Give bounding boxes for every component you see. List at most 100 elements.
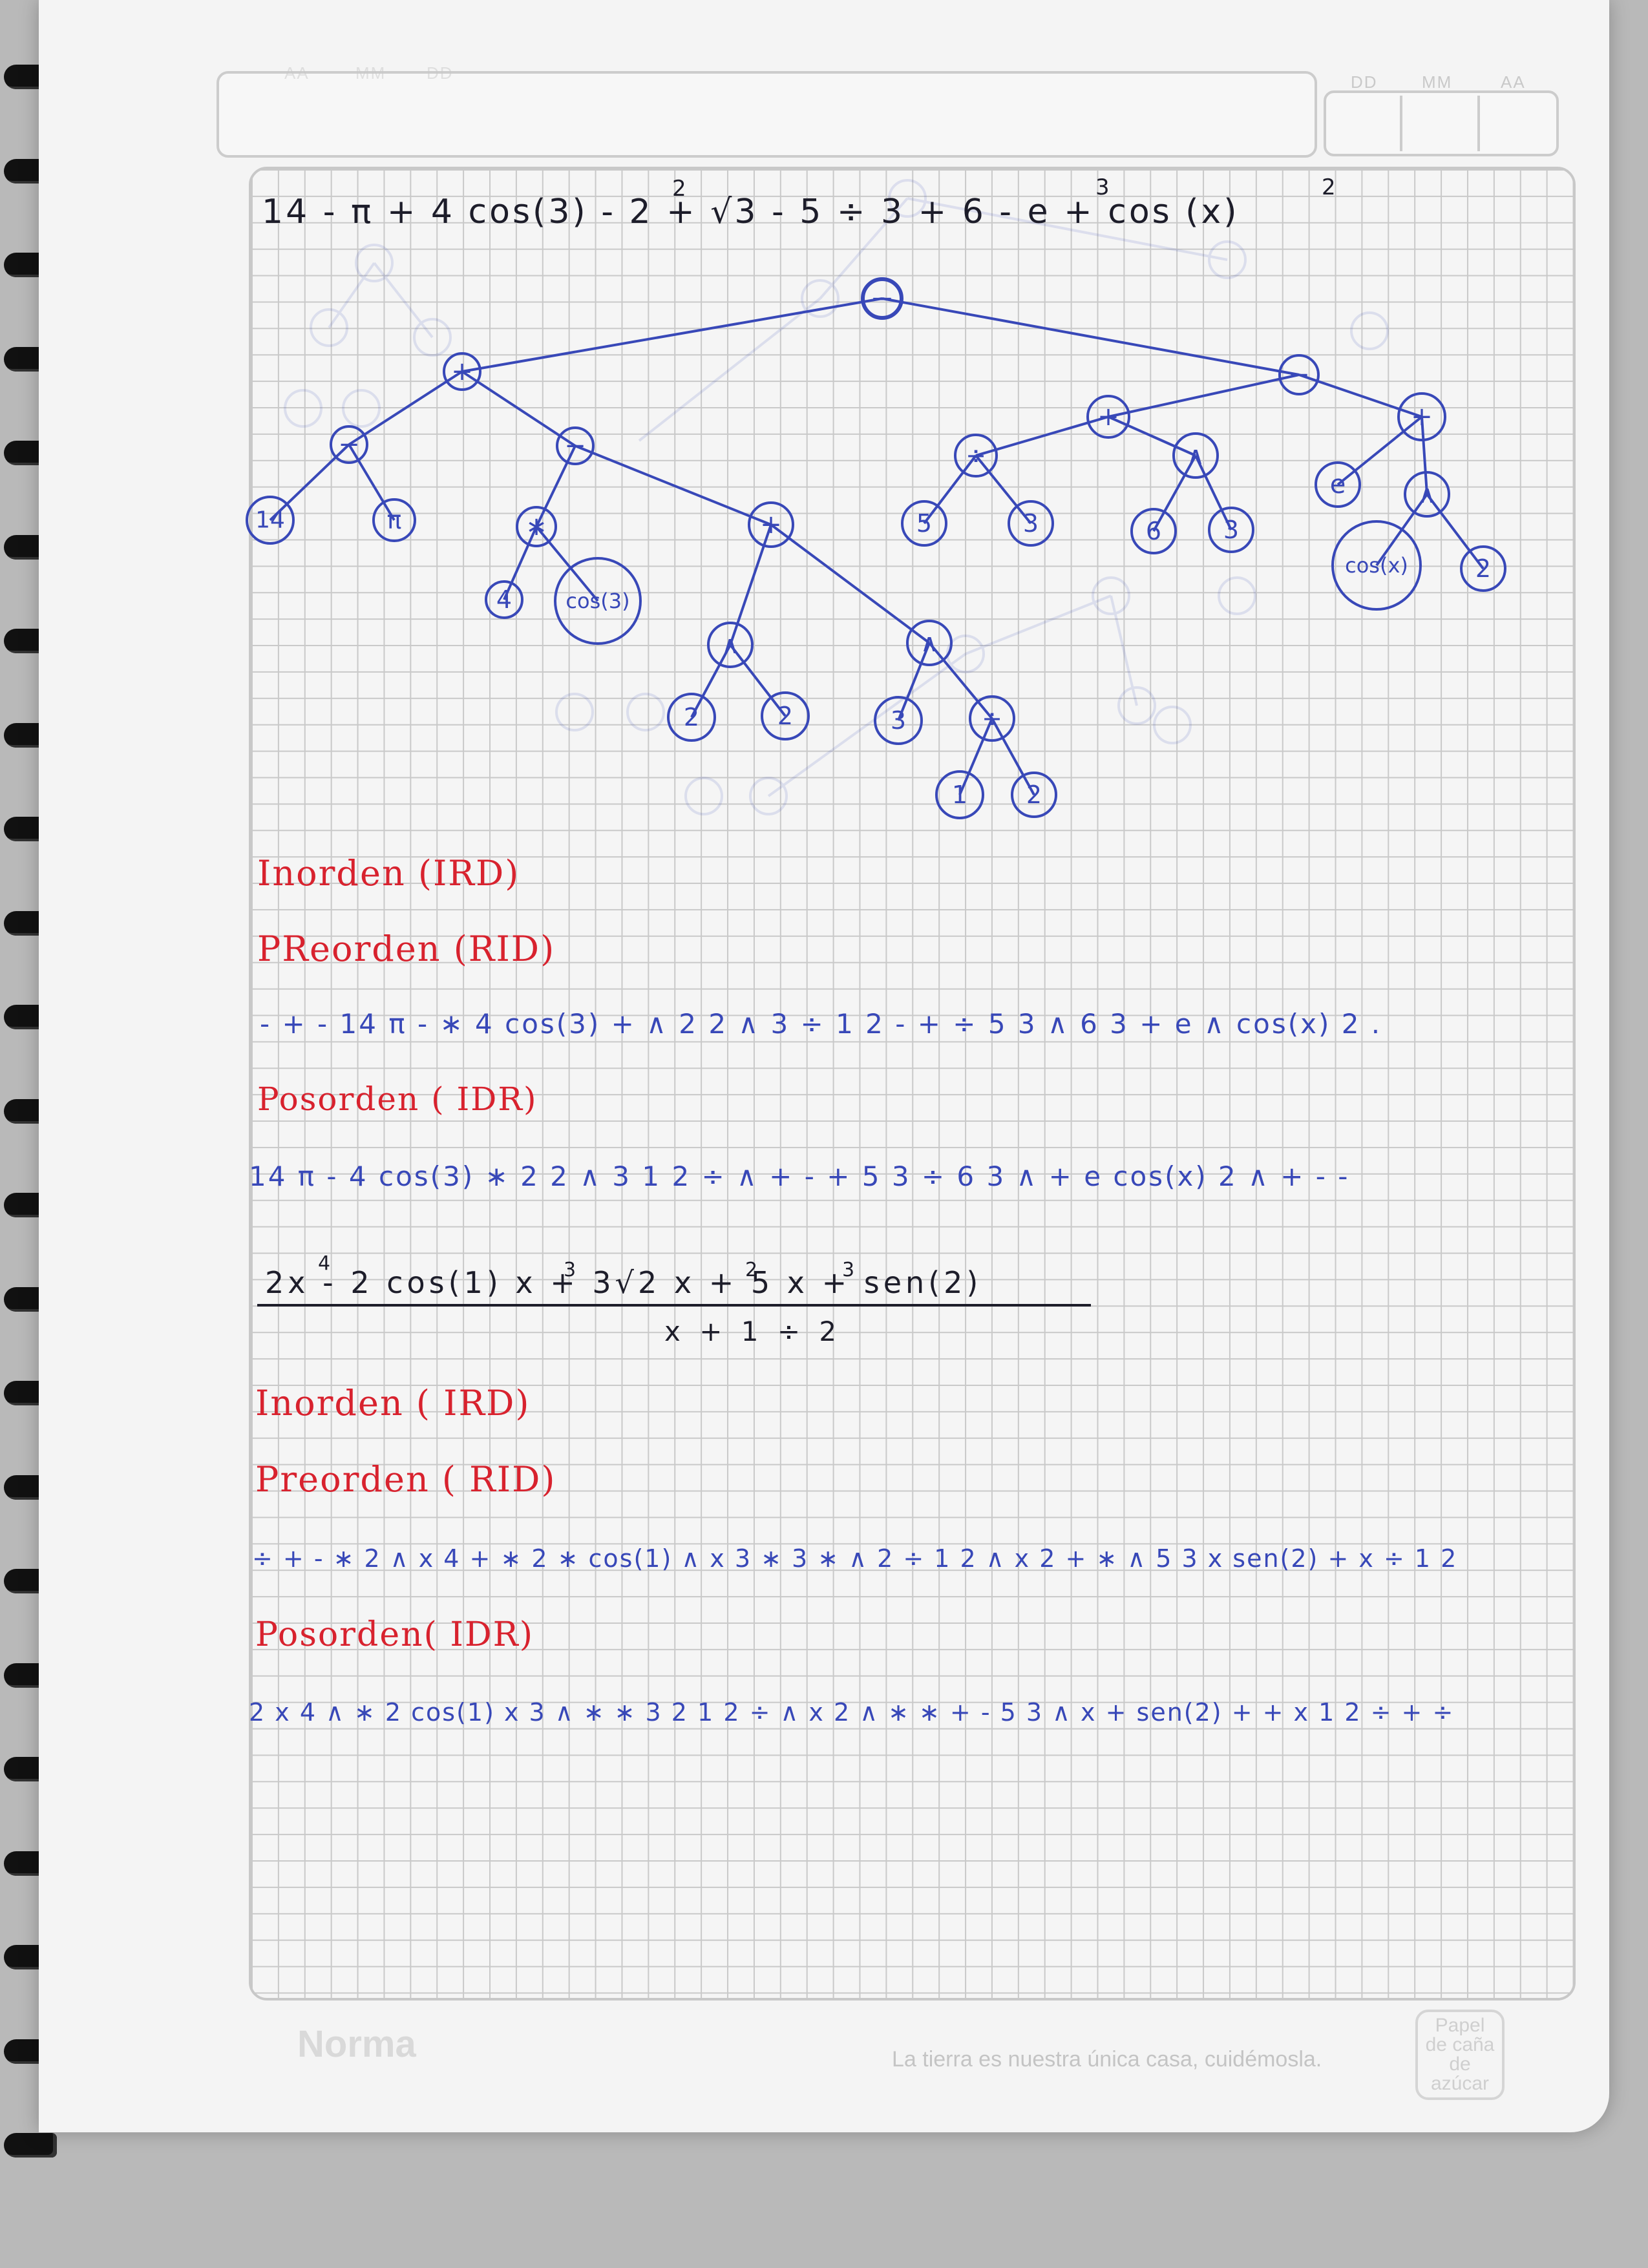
date-label-dd: DD (1351, 72, 1378, 92)
tree-node: 5 (901, 500, 947, 547)
date-label-aa: AA (1501, 72, 1526, 92)
tree-node: ∧ (1172, 432, 1219, 479)
node-label: − (1288, 360, 1310, 390)
tree-node: 2 (1460, 545, 1506, 592)
date-separator (1477, 96, 1480, 151)
tree-node: ∗ (516, 506, 557, 547)
tree-node: 1 (935, 770, 984, 819)
node-label: + (1411, 402, 1433, 432)
node-label: cos(3) (565, 589, 629, 613)
inorder-heading-2: Inorden ( IRD) (255, 1383, 531, 1423)
node-label: 2 (777, 702, 793, 730)
tree-node: 4 (485, 580, 523, 619)
tree-node: π (372, 498, 416, 542)
postorder-heading-1: Posorden ( IDR) (257, 1080, 538, 1118)
node-label: − (564, 431, 586, 461)
tree-node-root: − (861, 277, 903, 320)
tree-node: − (330, 425, 368, 464)
header-strip (217, 71, 1317, 158)
bleed-through-sketch (284, 179, 1389, 815)
tree-node: 3 (1008, 500, 1054, 547)
exponent: 3 (564, 1259, 576, 1281)
tree-node: + (1086, 395, 1130, 439)
tree-node: 2 (761, 691, 810, 740)
postorder-sequence-2: 2 x 4 ∧ ∗ 2 cos(1) x 3 ∧ ∗ ∗ 3 2 1 2 ÷ ∧… (249, 1698, 1455, 1727)
tree-node: cos(3) (554, 557, 642, 645)
node-label: ÷ (982, 704, 1002, 733)
node-label: 2 (1026, 781, 1042, 809)
preorder-heading-2: Preorden ( RID) (255, 1459, 556, 1500)
exponent: 3 (842, 1259, 855, 1281)
expression-tree: − + − − − 14 π ∗ + 4 cos(3) ∧ ∧ 2 2 3 ÷ … (246, 277, 1506, 819)
node-label: − (338, 430, 360, 459)
postorder-heading-2: Posorden( IDR) (255, 1615, 534, 1654)
node-label: 4 (496, 585, 512, 614)
tree-nodes: − + − − − 14 π ∗ + 4 cos(3) ∧ ∧ 2 2 3 ÷ … (246, 277, 1506, 819)
node-label: 2 (684, 703, 699, 731)
node-label: ∧ (920, 629, 938, 657)
node-label: 2 (1475, 554, 1491, 583)
exponent: 4 (318, 1252, 331, 1275)
preorder-sequence-2: ÷ + - ∗ 2 ∧ x 4 + ∗ 2 ∗ cos(1) ∧ x 3 ∗ 3… (252, 1544, 1458, 1573)
node-label: 1 (952, 781, 967, 809)
exponent: 2 (672, 176, 686, 202)
tree-node: ÷ (954, 434, 998, 478)
footer-slogan: La tierra es nuestra única casa, cuidémo… (892, 2047, 1322, 2072)
fraction-numerator: 2x - 2 cos(1) x + 3√2 x + 5 x + sen(2) (265, 1265, 982, 1300)
node-label: 5 (916, 509, 932, 538)
fraction-denominator: x + 1 ÷ 2 (664, 1316, 842, 1347)
tree-node: − (1278, 354, 1320, 395)
date-separator (1400, 96, 1402, 151)
tree-node: cos(x) (1331, 520, 1422, 611)
node-label: − (871, 282, 894, 315)
tree-node: ∧ (906, 620, 953, 666)
node-label: + (1097, 402, 1119, 432)
date-box[interactable] (1324, 90, 1559, 156)
preorder-sequence-1: - + - 14 π - ∗ 4 cos(3) + ∧ 2 2 ∧ 3 ÷ 1 … (260, 1008, 1382, 1040)
tree-node: − (556, 426, 595, 465)
binding-ring (4, 2133, 57, 2158)
tree-node: + (748, 501, 794, 548)
sugar-cane-paper-logo: Papel de caña de azúcar (1415, 2010, 1505, 2100)
node-label: 6 (1146, 517, 1161, 545)
node-label: 3 (1023, 509, 1039, 538)
faded-date-label-dd: DD (427, 63, 454, 83)
node-label: ÷ (966, 441, 986, 470)
faded-date-label-mm: MM (355, 63, 386, 83)
postorder-sequence-1: 14 π - 4 cos(3) ∗ 2 2 ∧ 3 1 2 ÷ ∧ + - + … (249, 1160, 1350, 1192)
node-label: e (1330, 470, 1346, 499)
inorder-heading-1: Inorden (IRD) (257, 853, 520, 894)
notebook-page: DD MM AA AA MM DD 14 - π + 4 cos(3) - 2 … (39, 0, 1609, 2132)
node-label: ∧ (1418, 480, 1436, 509)
node-label: ∧ (1187, 441, 1205, 470)
brand-logo: Norma (297, 2023, 416, 2065)
tree-node: + (443, 352, 481, 391)
exponent: 2 (1322, 174, 1336, 200)
preorder-heading-1: PReorden (RID) (257, 929, 556, 969)
expression-1: 14 - π + 4 cos(3) - 2 + √3 - 5 ÷ 3 + 6 -… (262, 193, 1240, 231)
node-label: 3 (891, 706, 906, 735)
tree-node: 2 (1011, 772, 1057, 818)
node-label: 3 (1223, 516, 1239, 544)
fraction-bar (257, 1304, 1091, 1307)
faded-date-label-aa: AA (284, 63, 310, 83)
date-label-mm: MM (1422, 72, 1453, 92)
tree-node: ∧ (1404, 471, 1450, 518)
exponent: 3 (1095, 174, 1110, 200)
tree-node: + (1397, 392, 1446, 441)
tree-node: 2 (667, 693, 716, 742)
tree-node: ÷ (969, 695, 1015, 742)
node-label: 14 (255, 507, 285, 534)
node-label: ∧ (721, 631, 739, 659)
tree-node: 3 (1208, 507, 1254, 553)
node-label: π (387, 506, 402, 534)
tree-node: 6 (1130, 508, 1177, 554)
tree-node: 14 (246, 496, 295, 545)
exponent: 2 (745, 1259, 758, 1281)
tree-node: e (1315, 461, 1361, 508)
tree-node: ∧ (707, 622, 754, 668)
node-label: + (451, 357, 473, 386)
node-label: cos(x) (1345, 553, 1408, 578)
tree-node: 3 (874, 696, 923, 745)
node-label: ∗ (525, 512, 547, 541)
